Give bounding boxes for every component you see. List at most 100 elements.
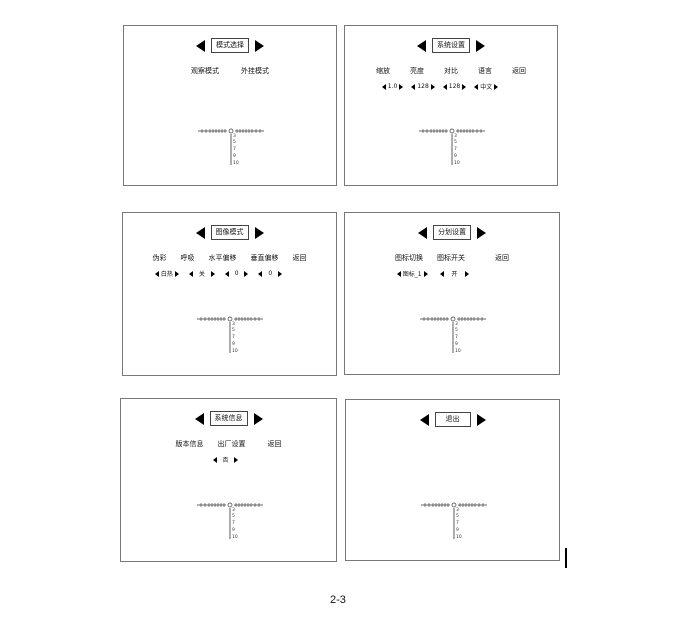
reticle-icon: 3 5 7 9 10 bbox=[197, 502, 263, 540]
menu-title[interactable]: 退出 bbox=[434, 412, 471, 427]
increase-arrow-icon[interactable] bbox=[234, 456, 239, 463]
menu-item-version-info[interactable]: 版本信息 bbox=[175, 440, 204, 448]
prev-arrow-icon[interactable] bbox=[196, 39, 205, 52]
reticle-label: 5 bbox=[232, 513, 235, 519]
next-arrow-icon[interactable] bbox=[255, 39, 264, 52]
text-cursor bbox=[565, 548, 567, 568]
reticle-label: 3 bbox=[454, 133, 457, 139]
icon-switch-value[interactable]: 图标_1 bbox=[396, 269, 428, 278]
decrease-arrow-icon[interactable] bbox=[411, 83, 416, 90]
increase-arrow-icon[interactable] bbox=[462, 83, 467, 90]
prev-arrow-icon[interactable] bbox=[418, 226, 427, 239]
pseudo-color-value[interactable]: 白热 bbox=[154, 269, 179, 278]
menu-item-zoom[interactable]: 缩放 bbox=[376, 67, 390, 75]
language-value[interactable]: 中文 bbox=[474, 82, 499, 91]
breathing-value[interactable]: 关 bbox=[188, 269, 215, 278]
increase-arrow-icon[interactable] bbox=[278, 270, 283, 277]
decrease-arrow-icon[interactable] bbox=[381, 83, 386, 90]
reticle-label: 9 bbox=[232, 527, 235, 533]
menu-item-back[interactable]: 返回 bbox=[267, 440, 282, 448]
decrease-arrow-icon[interactable] bbox=[212, 456, 217, 463]
menu-items: 版本信息 出厂设置 返回 bbox=[121, 439, 336, 449]
decrease-arrow-icon[interactable] bbox=[154, 270, 159, 277]
reticle-label: 10 bbox=[454, 160, 460, 166]
decrease-arrow-icon[interactable] bbox=[474, 83, 479, 90]
title-bar: 模式选择 bbox=[124, 38, 336, 53]
menu-item-factory-reset[interactable]: 出厂设置 bbox=[217, 440, 246, 448]
reticle-label: 7 bbox=[454, 146, 457, 152]
menu-item-horizontal-offset[interactable]: 水平偏移 bbox=[208, 254, 237, 262]
menu-item-vertical-offset[interactable]: 垂直偏移 bbox=[250, 254, 279, 262]
contrast-value[interactable]: 128 bbox=[442, 83, 467, 90]
next-arrow-icon[interactable] bbox=[254, 226, 264, 239]
increase-arrow-icon[interactable] bbox=[399, 83, 404, 90]
menu-item-icon-toggle[interactable]: 图标开关 bbox=[437, 254, 465, 262]
value-row: 否 bbox=[115, 455, 336, 464]
menu-item-contrast[interactable]: 对比 bbox=[444, 67, 458, 75]
reticle-label: 9 bbox=[454, 153, 457, 159]
menu-item-back[interactable]: 返回 bbox=[512, 67, 526, 75]
increase-arrow-icon[interactable] bbox=[494, 83, 499, 90]
reticle-label: 10 bbox=[232, 348, 238, 354]
icon-toggle-value[interactable]: 开 bbox=[439, 269, 470, 278]
decrease-arrow-icon[interactable] bbox=[258, 270, 263, 277]
next-arrow-icon[interactable] bbox=[477, 226, 486, 239]
reticle-label: 7 bbox=[232, 520, 235, 526]
prev-arrow-icon[interactable] bbox=[194, 412, 204, 425]
decrease-arrow-icon[interactable] bbox=[396, 270, 401, 277]
horizontal-offset-value[interactable]: 0 bbox=[224, 270, 249, 277]
increase-arrow-icon[interactable] bbox=[465, 270, 470, 277]
reticle-label: 3 bbox=[232, 321, 235, 327]
vertical-offset-value[interactable]: 0 bbox=[258, 270, 283, 277]
figure-caption: 2-3 bbox=[330, 594, 346, 606]
reticle-label: 9 bbox=[455, 341, 458, 347]
prev-arrow-icon[interactable] bbox=[419, 413, 429, 426]
zoom-value[interactable]: 1.0 bbox=[381, 83, 404, 90]
title-bar: 图像模式 bbox=[123, 225, 336, 240]
reticle-label: 10 bbox=[232, 534, 238, 540]
reticle-icon: 3 5 7 9 10 bbox=[197, 316, 263, 354]
increase-arrow-icon[interactable] bbox=[174, 270, 179, 277]
increase-arrow-icon[interactable] bbox=[430, 83, 435, 90]
menu-items: 伪彩 呼吸 水平偏移 垂直偏移 返回 bbox=[123, 253, 336, 263]
next-arrow-icon[interactable] bbox=[476, 413, 486, 426]
reticle-label: 5 bbox=[455, 327, 458, 333]
next-arrow-icon[interactable] bbox=[476, 39, 485, 52]
menu-item-brightness[interactable]: 亮度 bbox=[410, 67, 424, 75]
reticle-icon: 3 5 7 9 10 bbox=[420, 316, 486, 354]
reticle-label: 9 bbox=[232, 341, 235, 347]
prev-arrow-icon[interactable] bbox=[417, 39, 426, 52]
reticle-label: 3 bbox=[232, 507, 235, 513]
brightness-value[interactable]: 128 bbox=[411, 83, 435, 90]
decrease-arrow-icon[interactable] bbox=[188, 270, 193, 277]
next-arrow-icon[interactable] bbox=[253, 412, 263, 425]
reticle-label: 7 bbox=[232, 334, 235, 340]
decrease-arrow-icon[interactable] bbox=[224, 270, 229, 277]
reticle-label: 7 bbox=[455, 334, 458, 340]
menu-item-pseudo-color[interactable]: 伪彩 bbox=[152, 254, 167, 262]
menu-item-observe-mode[interactable]: 观察模式 bbox=[191, 67, 219, 75]
prev-arrow-icon[interactable] bbox=[195, 226, 205, 239]
menu-item-back[interactable]: 返回 bbox=[495, 254, 509, 262]
reticle-icon: 3 5 7 9 10 bbox=[419, 128, 485, 166]
reticle-label: 7 bbox=[456, 520, 459, 526]
title-bar: 系统信息 bbox=[121, 411, 336, 426]
menu-screen-exit: 退出 3 5 7 9 10 bbox=[345, 399, 560, 561]
menu-screen-mode-select: 模式选择 观察模式 外挂模式 3 5 7 9 10 bbox=[123, 25, 337, 186]
menu-item-breathing[interactable]: 呼吸 bbox=[180, 254, 195, 262]
increase-arrow-icon[interactable] bbox=[210, 270, 215, 277]
increase-arrow-icon[interactable] bbox=[244, 270, 249, 277]
menu-title: 系统设置 bbox=[432, 38, 470, 53]
factory-reset-value[interactable]: 否 bbox=[212, 455, 239, 464]
menu-items: 观察模式 外挂模式 bbox=[124, 66, 336, 76]
decrease-arrow-icon[interactable] bbox=[442, 83, 447, 90]
reticle-label: 3 bbox=[456, 507, 459, 513]
menu-item-back[interactable]: 返回 bbox=[292, 254, 307, 262]
menu-item-external-mode[interactable]: 外挂模式 bbox=[241, 67, 269, 75]
reticle-icon: 3 5 7 9 10 bbox=[198, 128, 264, 166]
decrease-arrow-icon[interactable] bbox=[439, 270, 444, 277]
value-row: 白热 关 0 0 bbox=[101, 269, 336, 278]
menu-item-icon-switch[interactable]: 图标切换 bbox=[395, 254, 423, 262]
menu-item-language[interactable]: 语言 bbox=[478, 67, 492, 75]
increase-arrow-icon[interactable] bbox=[423, 270, 428, 277]
